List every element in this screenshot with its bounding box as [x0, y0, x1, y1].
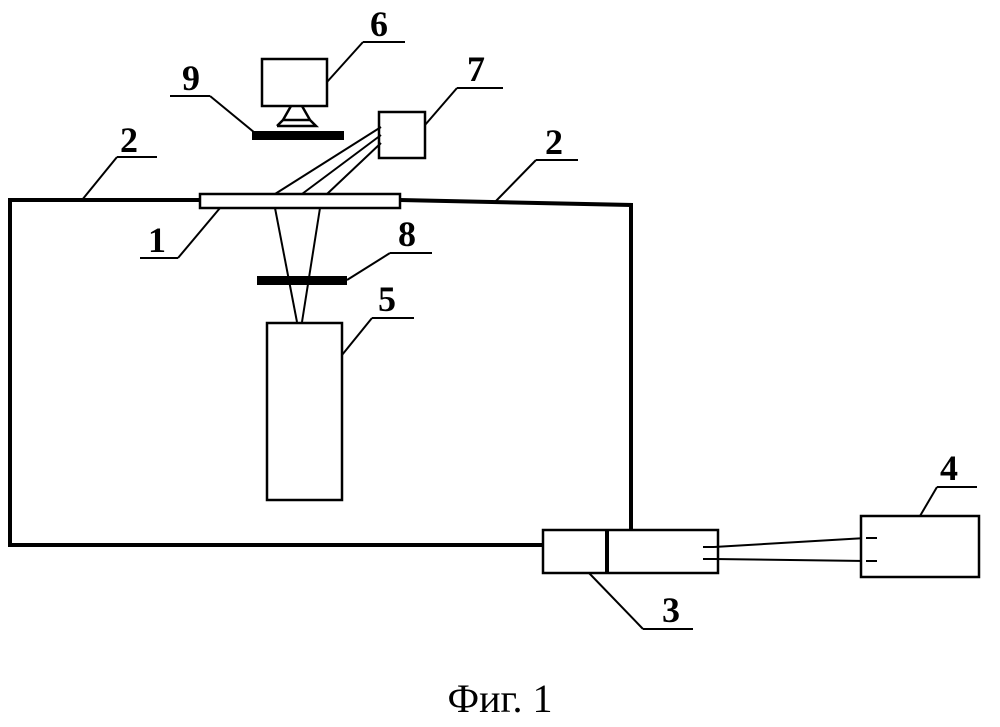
leader-9 [210, 96, 255, 133]
monitor-screen [262, 59, 327, 106]
leader-2b [494, 160, 536, 203]
external-unit [861, 516, 979, 577]
detector-ray-2 [302, 135, 381, 194]
source-column [267, 323, 342, 500]
leader-2a [82, 157, 117, 200]
label-2b: 2 [545, 122, 563, 162]
leader-4 [920, 487, 937, 516]
detector-box [379, 112, 425, 158]
label-5: 5 [378, 279, 396, 319]
leader-6 [327, 42, 363, 82]
cable-top [714, 538, 866, 547]
leader-1 [178, 208, 220, 258]
label-8: 8 [398, 214, 416, 254]
label-2a: 2 [120, 120, 138, 160]
label-9: 9 [182, 58, 200, 98]
leader-8 [347, 253, 390, 280]
label-1: 1 [148, 220, 166, 260]
leader-5 [342, 318, 372, 355]
filter-bar-9 [252, 131, 344, 140]
cable-bottom [714, 559, 866, 561]
sample-plate [200, 194, 400, 208]
monitor-stand [277, 106, 316, 126]
filter-bar-8 [257, 276, 347, 285]
figure-caption: Фиг. 1 [448, 676, 553, 721]
leader-7 [425, 88, 457, 125]
label-6: 6 [370, 4, 388, 44]
label-4: 4 [940, 448, 958, 488]
beam-line-right [302, 208, 320, 322]
leader-3 [589, 573, 643, 629]
label-3: 3 [662, 590, 680, 630]
label-7: 7 [467, 49, 485, 89]
frame-wire-right [400, 200, 631, 530]
connector-block [543, 530, 718, 573]
beam-line-left [275, 208, 297, 322]
